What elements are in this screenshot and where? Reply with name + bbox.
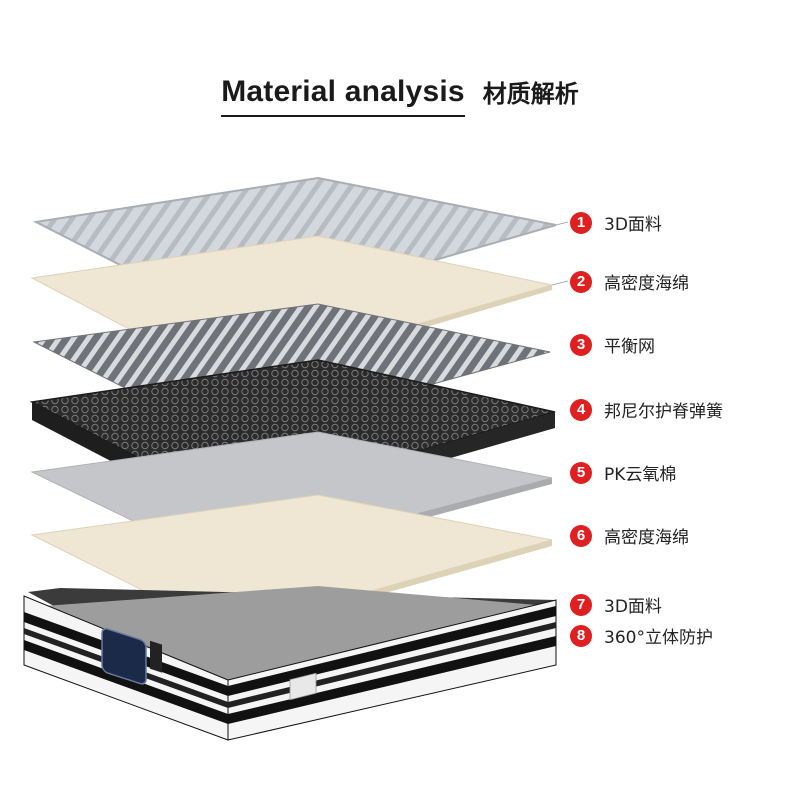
layer-label-3: 3 平衡网 <box>570 332 655 357</box>
number-badge: 1 <box>570 211 592 234</box>
layer-name: 高密度海绵 <box>604 274 689 294</box>
layer-name: 平衡网 <box>604 337 655 357</box>
layer-label-6: 6 高密度海绵 <box>570 523 689 548</box>
layer-name: 邦尼尔护脊弹簧 <box>604 402 723 422</box>
title-chinese: 材质解析 <box>482 80 579 108</box>
number-badge: 7 <box>570 593 592 616</box>
number-badge: 2 <box>570 270 592 293</box>
number-badge: 6 <box>570 524 592 547</box>
section-title: Material analysis 材质解析 <box>0 74 800 117</box>
layer-label-1: 1 3D面料 <box>570 210 662 235</box>
product-tag <box>289 672 317 701</box>
layer-name: 3D面料 <box>604 215 662 235</box>
layer-label-2: 2 高密度海绵 <box>570 269 689 294</box>
layer-name: PK云氧棉 <box>604 465 677 485</box>
brand-badge <box>101 627 147 685</box>
layer-label-4: 4 邦尼尔护脊弹簧 <box>570 397 723 422</box>
number-badge: 3 <box>570 333 592 356</box>
layer-name: 360°立体防护 <box>604 628 713 648</box>
layer-name: 高密度海绵 <box>604 528 689 548</box>
number-badge: 8 <box>570 624 592 647</box>
leader-lines <box>551 221 569 286</box>
layer-name: 3D面料 <box>604 597 662 617</box>
title-english: Material analysis <box>221 75 465 117</box>
layer-label-5: 5 PK云氧棉 <box>570 460 676 485</box>
layer-label-8: 8 360°立体防护 <box>570 623 713 648</box>
number-badge: 4 <box>570 398 592 421</box>
layer-label-7: 7 3D面料 <box>570 592 662 617</box>
mattress-base <box>23 586 557 741</box>
number-badge: 5 <box>570 461 592 484</box>
